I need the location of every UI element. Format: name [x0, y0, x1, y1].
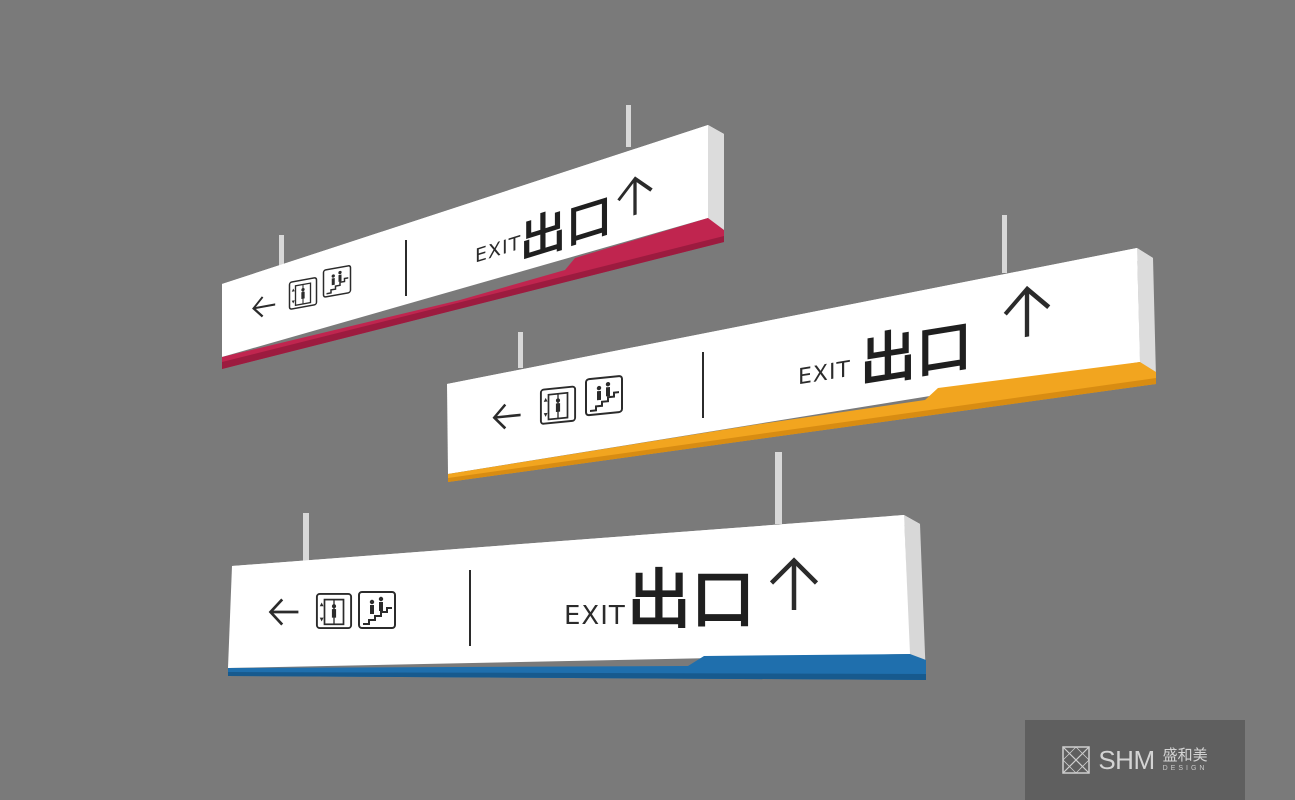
- watermark-sub: DESIGN: [1162, 765, 1208, 772]
- watermark-brand: SHM: [1098, 744, 1155, 775]
- sign-middle: EXIT 出口: [447, 215, 1156, 482]
- hanging-rod: [279, 235, 284, 269]
- hanging-rod: [626, 105, 631, 147]
- accent-band-shadow: [222, 236, 724, 369]
- sign-exit-label: EXIT: [564, 601, 626, 631]
- hanging-rod: [518, 332, 523, 368]
- shm-logo-icon: [1062, 746, 1091, 774]
- sign-top: EXIT 出口: [222, 105, 724, 369]
- hanging-rod: [303, 513, 309, 565]
- hanging-rod: [1002, 215, 1007, 273]
- sign-bottom: EXIT 出口: [228, 452, 926, 680]
- watermark-stack: 盛和美 DESIGN: [1162, 746, 1208, 773]
- sign-front-face: [222, 125, 708, 357]
- watermark-brand-cn: 盛和美: [1162, 746, 1208, 764]
- watermark: SHM 盛和美 DESIGN: [1025, 720, 1245, 800]
- sign-end-face: [1137, 248, 1156, 378]
- sign-exit-cn-label: 出口: [627, 564, 755, 638]
- sign-front-face: [447, 248, 1140, 474]
- sign-front-face: [228, 515, 910, 668]
- accent-band: [448, 362, 1156, 482]
- accent-band-shadow: [448, 378, 1156, 482]
- accent-band-shadow: [228, 672, 926, 680]
- sign-end-face: [904, 515, 926, 680]
- hanging-rod: [775, 452, 782, 524]
- sign-end-face: [708, 125, 724, 242]
